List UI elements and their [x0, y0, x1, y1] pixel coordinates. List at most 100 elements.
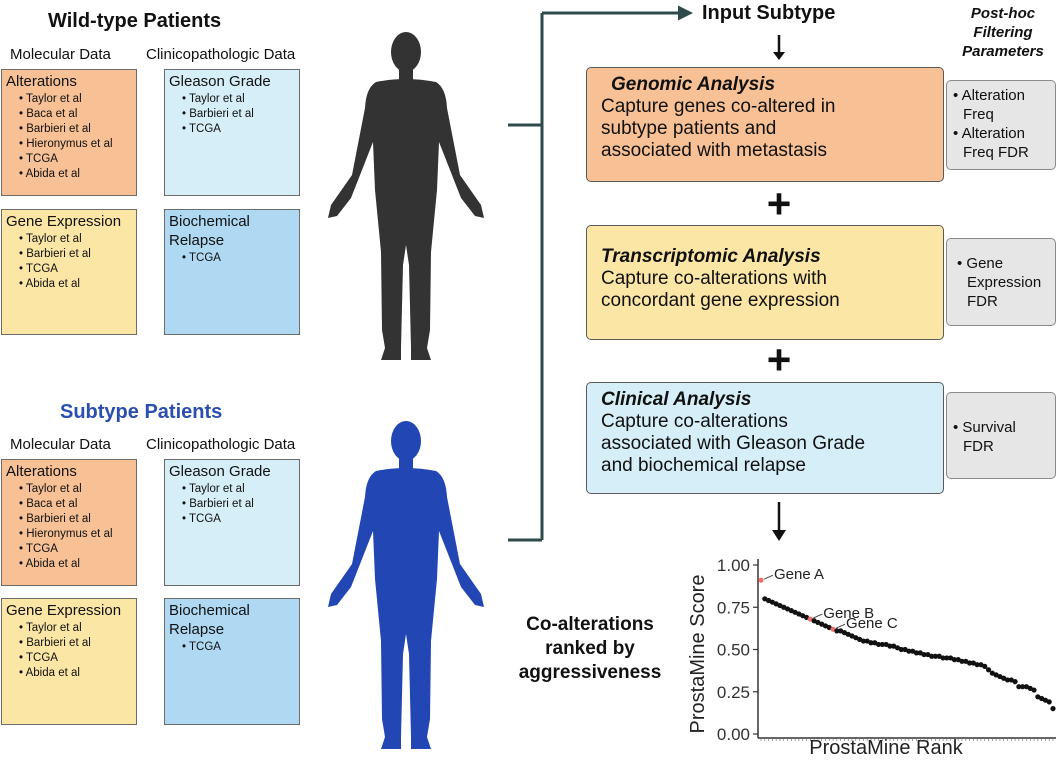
wildtype-alterations-title: Alterations	[6, 73, 77, 90]
genomic-analysis-title: Genomic Analysis	[611, 74, 776, 95]
chart-point	[966, 660, 973, 666]
chart-point	[879, 641, 885, 648]
chart-y-tick-label: 0.50	[717, 641, 750, 660]
subtype-alterations-title: Alterations	[6, 463, 77, 480]
genomic-desc-line-2: subtype patients and	[601, 118, 777, 139]
list-item: TCGA	[19, 262, 132, 277]
wildtype-relapse-list: TCGA	[169, 251, 295, 266]
transcriptomic-params-box: Gene Expression FDR	[946, 238, 1056, 326]
list-item: Barbieri et al	[182, 107, 295, 122]
list-item: TCGA	[19, 651, 132, 666]
chart-x-axis-label: ProstaMine Rank	[809, 737, 963, 759]
subtype-human-silhouette	[328, 421, 484, 749]
chart-point	[1031, 687, 1037, 693]
list-item: Taylor et al	[19, 621, 132, 636]
list-item: Abida et al	[19, 557, 132, 572]
params-header-line-1: Post-hoc	[970, 5, 1036, 22]
list-item: Hieronymus et al	[19, 137, 132, 152]
wildtype-molecular-header: Molecular Data	[10, 46, 111, 63]
list-item: Barbieri et al	[182, 497, 295, 512]
chart-point	[985, 667, 992, 673]
chart-point	[921, 651, 927, 658]
list-item: Alteration Freq FDR	[953, 124, 1049, 162]
list-item: Baca et al	[19, 497, 132, 512]
subtype-gleason-box: Gleason Grade Taylor et al Barbieri et a…	[164, 459, 300, 586]
chart-point	[875, 641, 882, 648]
ranked-label: Co-alterations ranked by aggressiveness	[505, 613, 675, 685]
wildtype-title: Wild-type Patients	[48, 10, 222, 32]
wildtype-relapse-title-1: Biochemical	[169, 213, 250, 230]
subtype-molecular-header: Molecular Data	[10, 436, 111, 453]
clinical-analysis-box: Clinical Analysis Capture co-alterations…	[586, 382, 944, 494]
chart-highlight-label: Gene A	[774, 566, 824, 583]
wildtype-gleason-box: Gleason Grade Taylor et al Barbieri et a…	[164, 69, 300, 196]
list-item: Gene Expression FDR	[957, 254, 1049, 311]
chart-point	[974, 662, 980, 668]
subtype-alterations-box: Alterations Taylor et al Baca et al Barb…	[1, 459, 137, 586]
list-item: Taylor et al	[182, 482, 295, 497]
list-item: Abida et al	[19, 277, 132, 292]
wildtype-expression-list: Taylor et al Barbieri et al TCGA Abida e…	[6, 232, 132, 292]
subtype-gleason-title: Gleason Grade	[169, 463, 271, 480]
params-header-line-2: Filtering	[973, 24, 1033, 41]
wildtype-expression-title: Gene Expression	[6, 213, 122, 230]
genomic-params-list: Alteration Freq Alteration Freq FDR	[953, 86, 1049, 162]
chart-highlight-label: Gene C	[846, 615, 898, 632]
wildtype-gleason-list: Taylor et al Barbieri et al TCGA	[169, 92, 295, 137]
list-item: Hieronymus et al	[19, 527, 132, 542]
chart-point	[932, 653, 939, 659]
clinical-desc-line-1: Capture co-alterations	[601, 411, 788, 432]
chart-callout-line	[835, 623, 846, 629]
params-header: Post-hoc Filtering Parameters	[948, 4, 1058, 61]
genomic-analysis-box: Genomic Analysis Capture genes co-altere…	[586, 67, 944, 182]
wildtype-alterations-list: Taylor et al Baca et al Barbieri et al H…	[6, 92, 132, 182]
transcriptomic-analysis-box: Transcriptomic Analysis Capture co-alter…	[586, 225, 944, 340]
chart-highlight-label: Gene B	[823, 605, 874, 622]
list-item: Barbieri et al	[19, 512, 132, 527]
clinical-desc-line-2: associated with Gleason Grade	[601, 433, 866, 454]
wildtype-gleason-title: Gleason Grade	[169, 73, 271, 90]
list-item: Survival FDR	[953, 418, 1049, 456]
chart-axes: 1.000.750.500.250.00	[717, 556, 1056, 744]
wildtype-relapse-box: Biochemical Relapse TCGA	[164, 209, 300, 335]
list-item: TCGA	[182, 251, 295, 266]
transcriptomic-desc-line-2: concordant gene expression	[601, 290, 840, 311]
chart-y-axis-label: ProstaMine Score	[687, 575, 709, 734]
list-item: Alteration Freq	[953, 86, 1049, 124]
chart-point	[887, 643, 893, 649]
chart-y-tick-label: 1.00	[717, 556, 750, 575]
subtype-alterations-list: Taylor et al Baca et al Barbieri et al H…	[6, 482, 132, 572]
list-item: Barbieri et al	[19, 636, 132, 651]
chart-point	[1016, 684, 1022, 690]
list-item: Abida et al	[19, 167, 132, 182]
clinical-params-list: Survival FDR	[953, 398, 1049, 456]
chart-point	[868, 640, 874, 646]
chart-point	[860, 638, 866, 644]
subtype-gleason-list: Taylor et al Barbieri et al TCGA	[169, 482, 295, 527]
list-item: TCGA	[19, 542, 132, 557]
wildtype-relapse-title-2: Relapse	[169, 232, 225, 249]
list-item: Taylor et al	[19, 482, 132, 497]
chart-point	[940, 655, 946, 661]
chart-y-tick-label: 0.25	[717, 683, 750, 702]
plus-sign-1: +	[766, 180, 792, 227]
chart-point	[906, 648, 912, 654]
list-item: Barbieri et al	[19, 122, 132, 137]
transcriptomic-analysis-title: Transcriptomic Analysis	[601, 246, 821, 267]
list-item: TCGA	[182, 640, 295, 655]
subtype-expression-title: Gene Expression	[6, 602, 122, 619]
subtype-clinical-header: Clinicopathologic Data	[146, 436, 296, 453]
prostamine-rank-chart: ProstaMine Score ProstaMine Rank 1.000.7…	[687, 556, 1056, 759]
connector-arrows	[508, 5, 693, 542]
chart-callout-line	[763, 574, 774, 580]
chart-point	[1050, 706, 1056, 712]
chart-point	[951, 657, 958, 663]
list-item: Taylor et al	[182, 92, 295, 107]
list-item: TCGA	[182, 512, 295, 527]
list-item: TCGA	[182, 122, 295, 137]
genomic-params-box: Alteration Freq Alteration Freq FDR	[946, 80, 1056, 170]
clinical-analysis-title: Clinical Analysis	[601, 389, 752, 410]
ranked-label-line-2: ranked by	[545, 638, 635, 659]
